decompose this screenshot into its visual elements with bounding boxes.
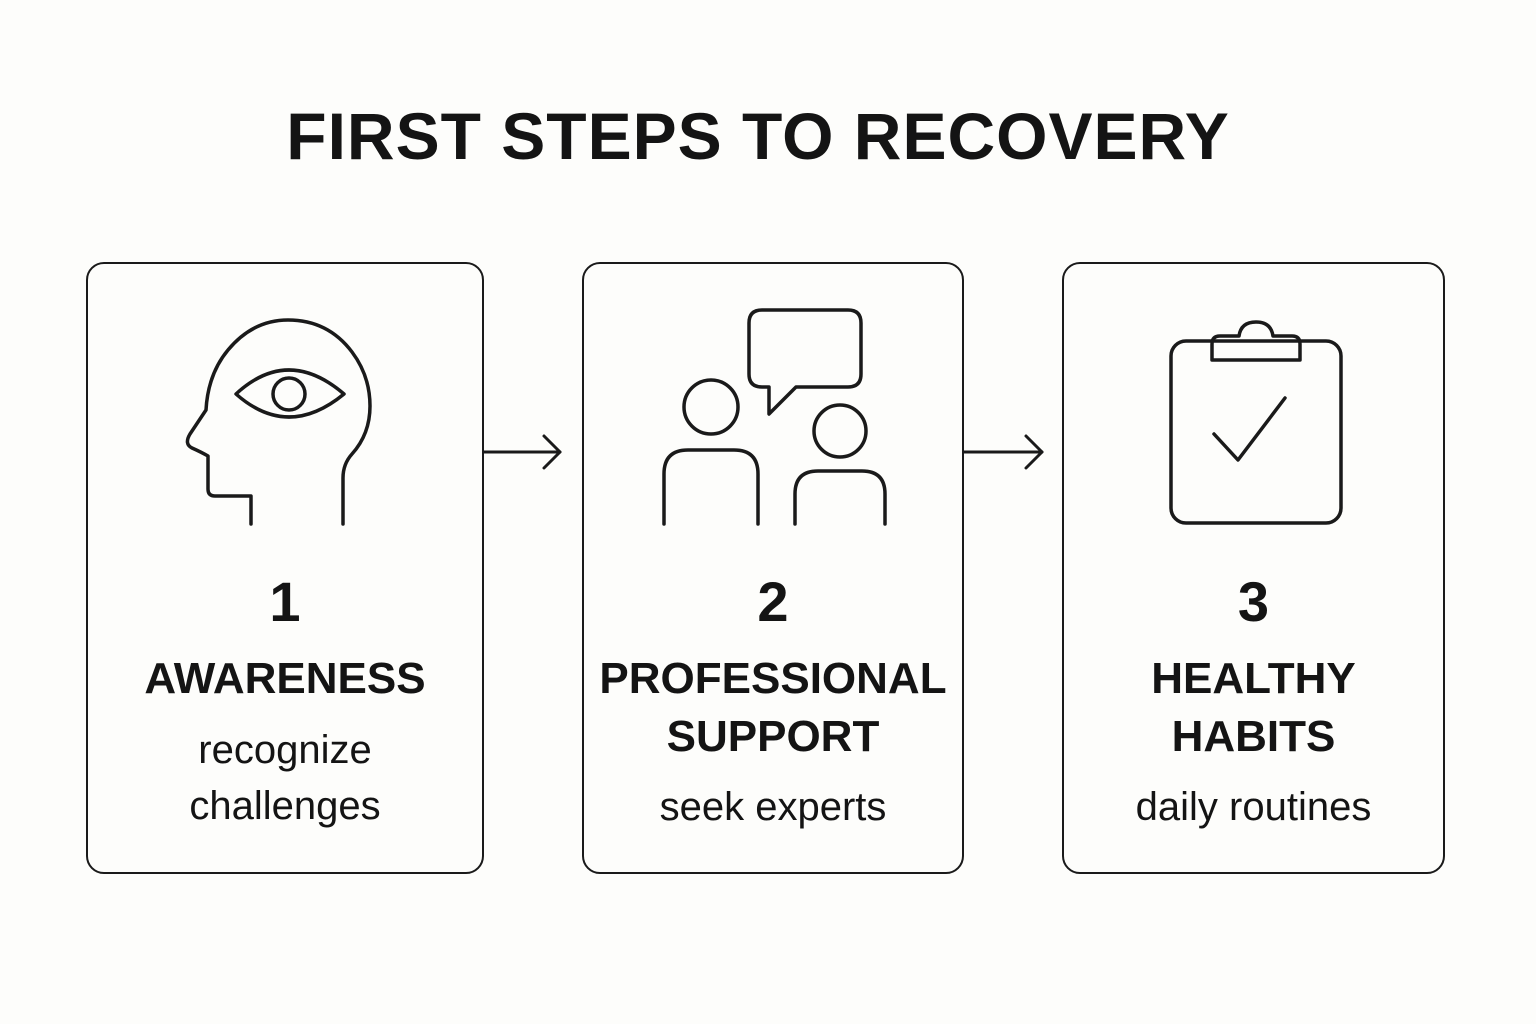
step-heading-line: HABITS [1171,712,1336,761]
head-eye-icon [185,318,372,526]
step-subtitle-line: challenges [189,784,381,828]
step-heading: PROFESSIONAL SUPPORT [584,650,962,766]
step-number: 2 [757,570,789,633]
page-title: FIRST STEPS TO RECOVERY [286,99,1230,173]
people-speech-bubble-icon [662,308,887,526]
step-card-healthy-habits: 3 HEALTHY HABITS daily routines [1062,262,1445,874]
arrow-right-icon [484,434,562,470]
step-subtitle-line: recognize [198,728,372,772]
step-heading: AWARENESS [144,654,426,703]
clipboard-check-icon [1169,320,1343,525]
step-card-professional-support: 2 PROFESSIONAL SUPPORT seek experts [582,262,964,874]
step-subtitle: seek experts [659,785,887,829]
step-number: 3 [1237,570,1270,633]
step-heading: HEALTHY HABITS [1064,650,1443,766]
step-subtitle: daily routines [1135,785,1372,829]
step-card-awareness: 1 AWARENESS recognize challenges [86,262,484,874]
step-heading-line: SUPPORT [666,712,880,761]
arrow-right-icon [964,434,1044,470]
step-heading-line: HEALTHY [1151,654,1356,703]
step-subtitle: recognize challenges [88,722,482,834]
step-number: 1 [269,570,301,633]
step-heading-line: PROFESSIONAL [599,654,947,703]
